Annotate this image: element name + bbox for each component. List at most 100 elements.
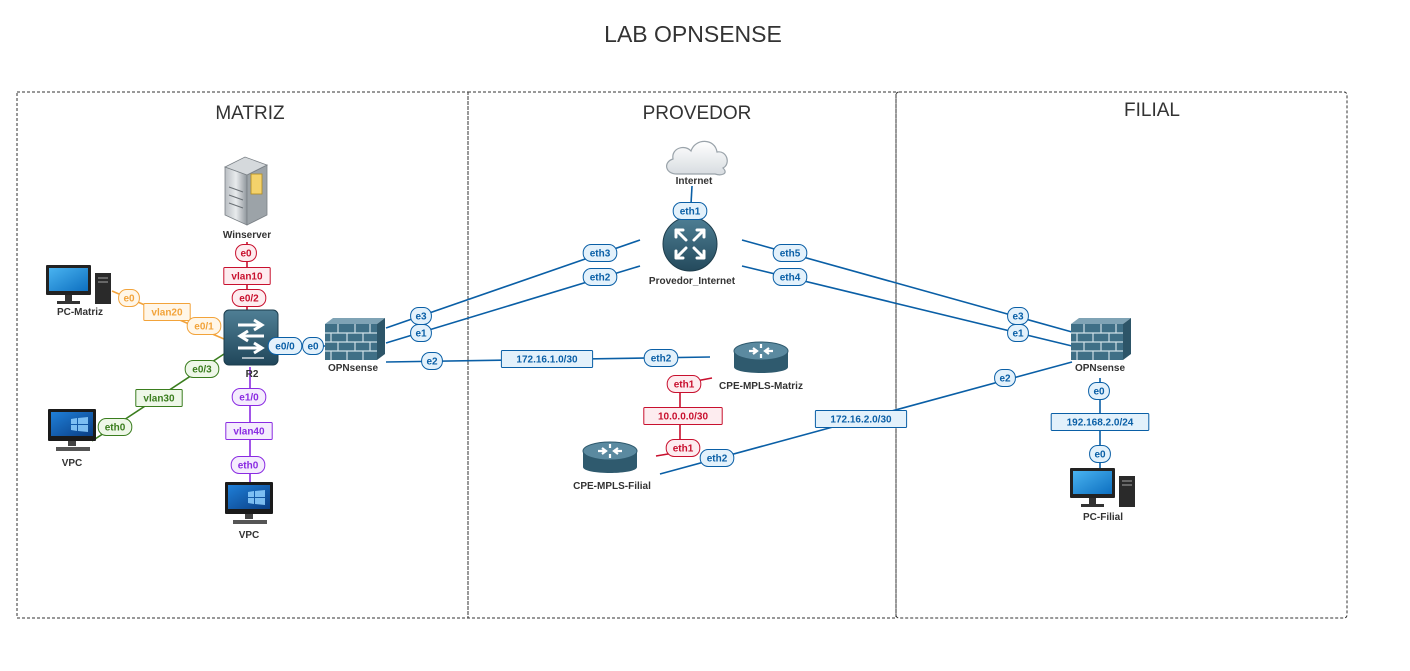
zone-matriz-box <box>16 91 469 619</box>
winserver-label: Winserver <box>223 230 271 241</box>
svg-text:eth2: eth2 <box>651 354 672 365</box>
svg-text:e2: e2 <box>999 374 1011 385</box>
label-opn-e0: e0 <box>302 337 324 355</box>
label-pcm-e0: e0 <box>118 289 140 307</box>
label-r2-e03: e0/3 <box>184 360 220 378</box>
label-vlan20: vlan20 <box>143 303 191 321</box>
zone-provedor-box <box>467 91 897 619</box>
svg-text:e1/0: e1/0 <box>239 393 259 404</box>
vpc-bottom-label: VPC <box>239 530 260 541</box>
opnsense-matriz-icon[interactable] <box>325 318 385 360</box>
label-prov-eth1: eth1 <box>672 202 708 220</box>
label-vlan40: vlan40 <box>225 422 273 440</box>
svg-text:e0: e0 <box>1094 450 1106 461</box>
zone-filial-box <box>895 91 1348 619</box>
winserver-icon[interactable] <box>223 156 269 226</box>
interface-labels: e0 vlan10 e0/2 e0 vlan20 e0/1 e0/3 vlan30 eth0 e1… <box>97 202 1150 474</box>
svg-text:e0: e0 <box>123 294 135 305</box>
pc-filial-icon[interactable] <box>1070 468 1135 507</box>
label-prov-eth5: eth5 <box>772 244 808 262</box>
svg-text:192.168.2.0/24: 192.168.2.0/24 <box>1067 418 1134 429</box>
label-vlan30: vlan30 <box>135 389 183 407</box>
svg-text:eth3: eth3 <box>590 249 611 260</box>
svg-text:e0: e0 <box>307 342 319 353</box>
label-prov-eth2: eth2 <box>582 268 618 286</box>
label-r2-e01: e0/1 <box>186 317 222 335</box>
label-opnf-e2: e2 <box>994 369 1016 387</box>
vpc-left-label: VPC <box>62 458 83 469</box>
label-r2-e02: e0/2 <box>231 289 267 307</box>
opnsense-matriz-label: OPNsense <box>328 363 378 374</box>
svg-text:vlan40: vlan40 <box>233 427 265 438</box>
label-winserver-e0: e0 <box>235 244 257 262</box>
svg-text:e3: e3 <box>1012 312 1024 323</box>
svg-text:e0/2: e0/2 <box>239 294 259 305</box>
svg-text:e0/1: e0/1 <box>194 322 214 333</box>
svg-text:eth2: eth2 <box>590 273 611 284</box>
label-prov-eth3: eth3 <box>582 244 618 262</box>
provedor-internet-router-icon[interactable] <box>662 216 718 272</box>
label-vpc-eth0: eth0 <box>97 418 133 436</box>
label-opnf-e3: e3 <box>1007 307 1029 325</box>
cpe-mpls-filial-router-icon[interactable] <box>582 441 638 473</box>
label-vlan10: vlan10 <box>223 267 271 285</box>
label-opnf-e0: e0 <box>1088 382 1110 400</box>
svg-text:e1: e1 <box>415 329 427 340</box>
label-opn-e3: e3 <box>410 307 432 325</box>
label-opn-e1: e1 <box>410 324 432 342</box>
label-cpem-eth1: eth1 <box>666 375 702 393</box>
svg-text:e0/3: e0/3 <box>192 365 212 376</box>
svg-text:eth0: eth0 <box>105 423 126 434</box>
label-net-172-16-2: 172.16.2.0/30 <box>814 410 908 428</box>
label-cpef-eth1: eth1 <box>665 439 701 457</box>
svg-text:172.16.1.0/30: 172.16.1.0/30 <box>516 355 578 366</box>
vpc-left-icon[interactable] <box>48 409 96 451</box>
svg-text:vlan20: vlan20 <box>151 308 183 319</box>
label-r2-e00: e0/0 <box>267 337 303 355</box>
svg-text:eth0: eth0 <box>238 461 259 472</box>
zone-filial-label: FILIAL <box>1124 100 1180 121</box>
svg-text:eth4: eth4 <box>780 273 801 284</box>
cpe-mpls-matriz-router-icon[interactable] <box>733 341 789 373</box>
r2-switch-icon[interactable] <box>223 309 279 366</box>
internet-label: Internet <box>676 176 713 187</box>
label-net-192: 192.168.2.0/24 <box>1050 413 1150 431</box>
label-cpef-eth2: eth2 <box>699 449 735 467</box>
diagram-title: LAB OPNSENSE <box>604 21 782 47</box>
svg-text:10.0.0.0/30: 10.0.0.0/30 <box>658 412 708 423</box>
svg-text:172.16.2.0/30: 172.16.2.0/30 <box>830 415 892 426</box>
svg-text:eth5: eth5 <box>780 249 801 260</box>
pc-matriz-icon[interactable] <box>46 265 111 304</box>
zone-provedor-label: PROVEDOR <box>643 103 752 124</box>
pc-matriz-label: PC-Matriz <box>57 307 103 318</box>
svg-text:eth1: eth1 <box>673 444 694 455</box>
opnsense-filial-label: OPNsense <box>1075 363 1125 374</box>
label-opn-e2: e2 <box>421 352 443 370</box>
label-r2-e10: e1/0 <box>231 388 267 406</box>
svg-text:e1: e1 <box>1012 329 1024 340</box>
svg-text:eth1: eth1 <box>674 380 695 391</box>
pc-filial-label: PC-Filial <box>1083 512 1123 523</box>
zone-matriz-label: MATRIZ <box>215 103 285 124</box>
provedor-internet-label: Provedor_Internet <box>649 276 736 287</box>
cpe-mpls-filial-label: CPE-MPLS-Filial <box>573 481 651 492</box>
label-pcf-e0: e0 <box>1089 445 1111 463</box>
svg-text:e0/0: e0/0 <box>275 342 295 353</box>
svg-text:vlan30: vlan30 <box>143 394 175 405</box>
opnsense-filial-icon[interactable] <box>1071 318 1131 360</box>
svg-text:eth2: eth2 <box>707 454 728 465</box>
cpe-mpls-matriz-label: CPE-MPLS-Matriz <box>719 381 803 392</box>
svg-text:e0: e0 <box>240 249 252 260</box>
vpc-bottom-icon[interactable] <box>225 482 273 524</box>
svg-text:e0: e0 <box>1093 387 1105 398</box>
label-prov-eth4: eth4 <box>772 268 808 286</box>
r2-label: R2 <box>246 369 259 380</box>
internet-cloud-icon[interactable] <box>666 140 728 176</box>
label-net-172-16-1: 172.16.1.0/30 <box>500 350 594 368</box>
label-net-10: 10.0.0.0/30 <box>643 407 723 425</box>
svg-text:e2: e2 <box>426 357 438 368</box>
svg-text:vlan10: vlan10 <box>231 272 263 283</box>
svg-text:e3: e3 <box>415 312 427 323</box>
